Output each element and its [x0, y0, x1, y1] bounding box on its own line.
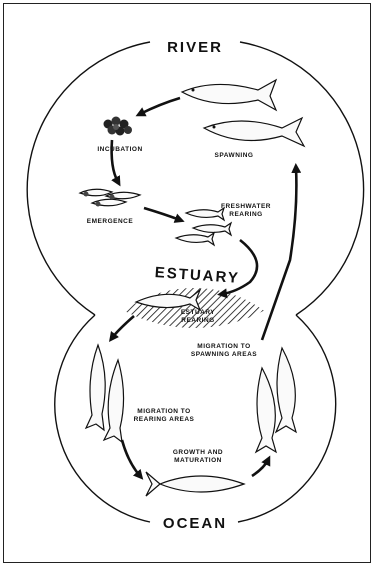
spawning-fish-icon: [182, 80, 304, 146]
migration-spawning-label-1: MIGRATION TO: [197, 343, 250, 350]
ocean-title: OCEAN: [163, 515, 227, 532]
growth-label-1: GROWTH AND: [173, 449, 223, 456]
emergence-label: EMERGENCE: [87, 218, 134, 225]
spawning-label: SPAWNING: [215, 152, 254, 159]
returning-fish-icon: [256, 348, 296, 452]
ocean-migrating-fish-icon: [86, 345, 124, 442]
estuary-title: ESTUARY: [154, 264, 240, 287]
alevins-icon: [80, 189, 140, 206]
fry-fish-icon: [176, 208, 231, 245]
river-title: RIVER: [167, 39, 223, 56]
eggs-icon: [104, 117, 133, 136]
estuary-rearing-label-1: ESTUARY: [181, 309, 215, 316]
estuary-rearing-label-2: REARING: [181, 317, 214, 324]
migration-rearing-label-2: REARING AREAS: [134, 416, 195, 423]
migration-rearing-label-1: MIGRATION TO: [137, 408, 190, 415]
adult-ocean-fish-icon: [146, 472, 244, 496]
growth-label-2: MATURATION: [174, 457, 222, 464]
freshwater-rearing-label-2: REARING: [229, 211, 262, 218]
migration-spawning-label-2: SPAWNING AREAS: [191, 351, 257, 358]
freshwater-rearing-label-1: FRESHWATER: [221, 203, 271, 210]
incubation-label: INCUBATION: [97, 146, 142, 153]
